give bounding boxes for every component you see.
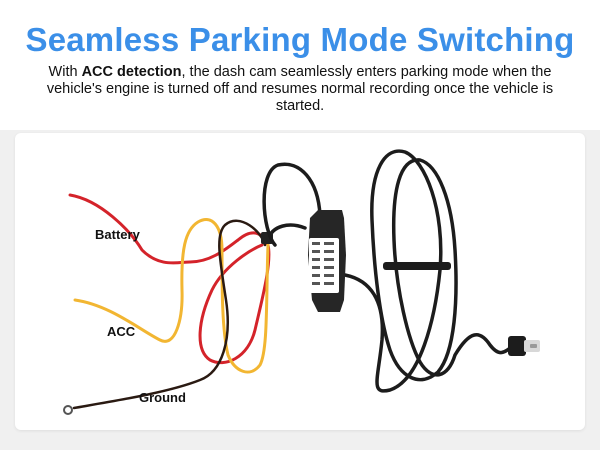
input-cable: [266, 223, 307, 242]
ground-ring-terminal: [63, 405, 73, 415]
description-prefix: With: [48, 64, 82, 80]
description-rest: , the dash cam seamlessly enters parking…: [46, 64, 554, 114]
acc-label: ACC: [107, 324, 136, 339]
ground-label: Ground: [139, 390, 186, 405]
control-box: [308, 210, 346, 312]
diagram-card: [15, 133, 585, 430]
ground-wire: [72, 219, 267, 410]
description-bold: ACC detection: [81, 64, 182, 80]
page-title: Seamless Parking Mode Switching: [25, 21, 575, 58]
cable-tie: [383, 262, 451, 270]
acc-wire: [73, 218, 270, 374]
header-panel: Seamless Parking Mode Switching With ACC…: [0, 0, 600, 130]
output-cable: [262, 149, 517, 393]
page-description: With ACC detection, the dash cam seamles…: [28, 64, 572, 115]
usb-c-plug: [508, 336, 540, 356]
battery-label: Battery: [95, 227, 140, 242]
